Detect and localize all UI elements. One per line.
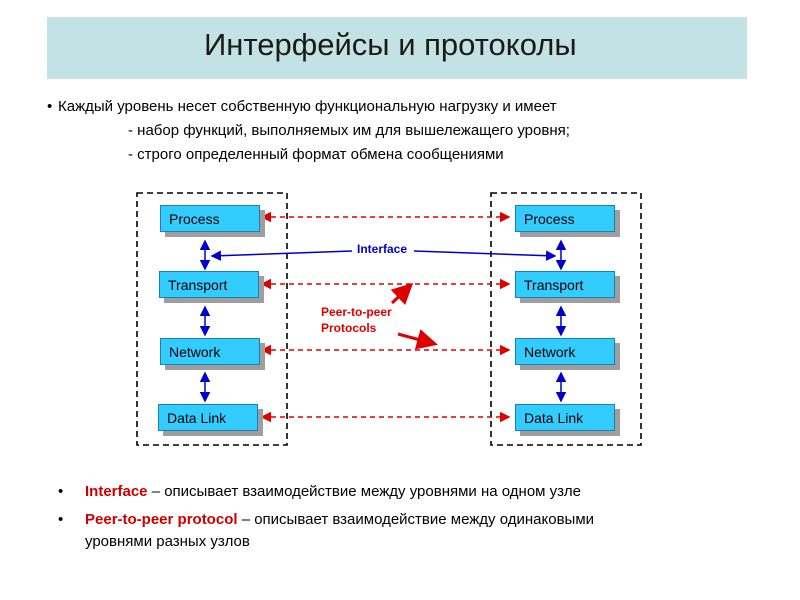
interface-pointer-left	[210, 250, 353, 261]
slide-title: Интерфейсы и протоколы	[204, 27, 577, 62]
left-node-outline	[136, 192, 288, 446]
intro-line-3: - строго определенный формат обмена сооб…	[128, 146, 504, 163]
right-layer-datalink: Data Link	[515, 404, 615, 431]
bottom-item-1: Interface – описывает взаимодействие меж…	[85, 481, 581, 503]
left-layer-datalink: Data Link	[158, 404, 258, 431]
bottom-bullet-1: •	[58, 483, 64, 500]
left-layer-network: Network	[160, 338, 260, 365]
peer-pointer-down	[397, 329, 438, 350]
interface-term: Interface	[85, 483, 148, 500]
peer-label-line-1: Peer-to-peer	[321, 305, 392, 319]
peer-label-line-2: Protocols	[321, 321, 377, 335]
intro-line-1: Каждый уровень несет собственную функцио…	[58, 98, 557, 115]
peer-pointer-up	[390, 282, 414, 306]
bottom-bullet-2: •	[58, 511, 64, 528]
right-layer-network: Network	[515, 338, 615, 365]
bottom-item-2: Peer-to-peer protocol – описывает взаимо…	[85, 509, 594, 553]
peer-protocol-description-line-2: уровнями разных узлов	[85, 533, 250, 550]
intro-bullet: •	[47, 98, 53, 115]
left-layer-process: Process	[160, 205, 260, 232]
title-bar: Интерфейсы и протоколы	[47, 17, 747, 79]
peer-protocol-description: – описывает взаимодействие между одинако…	[237, 511, 595, 528]
peer-protocol-term: Peer-to-peer protocol	[85, 511, 238, 528]
right-node-outline	[490, 192, 642, 446]
interface-label: Interface	[357, 242, 407, 256]
intro-line-2: - набор функций, выполняемых им для выше…	[128, 122, 570, 139]
left-layer-transport: Transport	[159, 271, 259, 298]
right-layer-transport: Transport	[515, 271, 615, 298]
right-layer-process: Process	[515, 205, 615, 232]
interface-pointer-right	[413, 250, 557, 261]
interface-description: – описывает взаимодействие между уровням…	[147, 483, 581, 500]
